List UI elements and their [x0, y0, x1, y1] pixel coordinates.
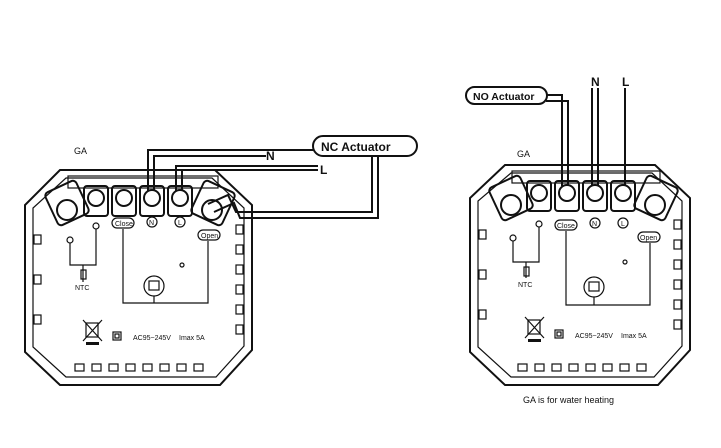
caption: GA is for water heating [523, 395, 614, 405]
right-close-label: Close [557, 223, 575, 230]
left-relay-circle [143, 275, 165, 297]
left-hole-2 [92, 222, 100, 230]
left-internal-circuit [122, 229, 209, 304]
right-close-wire-1 [546, 94, 563, 186]
left-close-badge [111, 217, 135, 229]
right-side-teeth [478, 219, 682, 330]
left-l-wire-1 [175, 165, 318, 191]
right-device-outline [469, 164, 691, 386]
left-terminals [44, 179, 236, 227]
right-terminals [488, 174, 679, 222]
right-actuator-box [465, 86, 548, 105]
left-ga-label: GA [74, 146, 87, 156]
left-n-badge [146, 216, 158, 228]
left-device-inner-outline [32, 177, 245, 378]
left-l-line-label: L [320, 163, 327, 177]
left-bottom-teeth [74, 363, 204, 372]
left-thermostat-module [24, 169, 253, 386]
left-imax-label: Imax 5A [179, 335, 205, 342]
left-relay [148, 280, 160, 291]
left-open-wire-1 [207, 155, 373, 213]
left-hole-3 [179, 262, 185, 268]
left-device-outline [24, 169, 253, 386]
left-actuator-label: NC Actuator [321, 140, 391, 154]
right-open-badge [637, 231, 661, 243]
right-n-label: N [592, 221, 597, 228]
right-relay [588, 281, 600, 292]
left-open-label: Open [201, 233, 218, 240]
left-rating-label: AC95~245V [133, 335, 171, 342]
right-rating-label: AC95~245V [575, 333, 613, 340]
left-close-label: Close [115, 221, 133, 228]
right-internal-circuit [565, 231, 651, 306]
right-waste-bin-icon [524, 316, 545, 342]
left-n-wire-1 [147, 149, 262, 191]
left-n-wire-2 [153, 149, 318, 191]
right-double-insulation-icon [554, 329, 564, 339]
left-n-line-label: N [266, 149, 275, 163]
left-waste-bin-icon [82, 319, 103, 345]
left-double-insulation-icon [112, 331, 122, 341]
right-n-line-label: N [591, 75, 600, 89]
left-n-label: N [149, 220, 154, 227]
right-l-badge [617, 217, 629, 229]
right-ntc-wire [512, 227, 540, 278]
left-l-badge [174, 216, 186, 228]
left-l-label: L [178, 220, 182, 227]
right-l-line-label: L [622, 75, 629, 89]
left-open-badge [197, 229, 221, 241]
right-imax-label: Imax 5A [621, 333, 647, 340]
right-ntc-sensor [523, 266, 530, 277]
right-bottom-teeth [517, 363, 647, 372]
right-ga-label: GA [517, 149, 530, 159]
right-thermostat-module [469, 164, 691, 386]
left-open-wire-2 [213, 155, 379, 219]
right-actuator-label: NO Actuator [473, 91, 534, 103]
right-relay-circle [583, 276, 605, 298]
right-device-inner-outline [477, 172, 683, 378]
left-hole-1 [66, 236, 74, 244]
right-hole-2 [535, 220, 543, 228]
right-ntc-label: NTC [518, 282, 532, 289]
left-ntc-label: NTC [75, 285, 89, 292]
left-ntc-wire [69, 229, 97, 282]
right-hole-1 [509, 234, 517, 242]
left-ntc-sensor [80, 269, 87, 280]
right-open-label: Open [640, 235, 657, 242]
left-l-wire-2 [181, 169, 318, 191]
left-side-teeth [33, 224, 244, 335]
right-hole-3 [622, 259, 628, 265]
left-external-wiring [147, 149, 379, 219]
right-close-wire-2 [546, 100, 569, 186]
left-actuator-box [312, 135, 418, 157]
right-external-wiring [546, 88, 626, 186]
right-n-badge [589, 217, 601, 229]
right-l-label: L [621, 221, 625, 228]
right-close-badge [554, 219, 578, 231]
